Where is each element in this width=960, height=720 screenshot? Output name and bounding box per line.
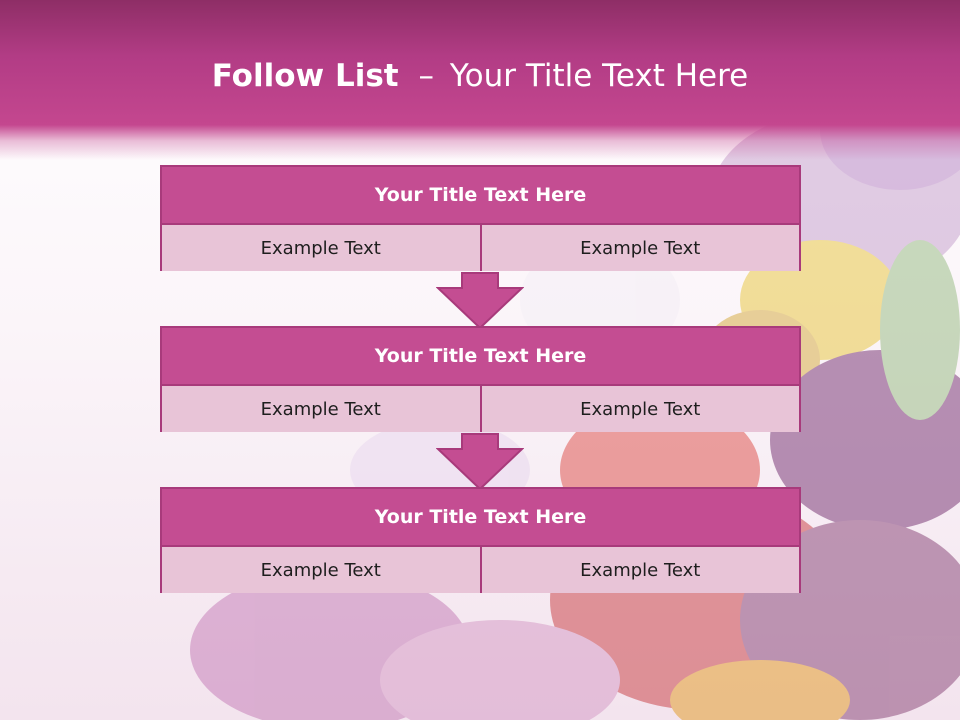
slide-title: Follow List – Your Title Text Here xyxy=(0,54,960,98)
step-cell-right: Example Text xyxy=(479,547,799,593)
step-row: Example Text Example Text xyxy=(162,386,799,432)
step-block-2: Your Title Text Here Example Text Exampl… xyxy=(160,326,801,432)
step-cell-right: Example Text xyxy=(479,225,799,271)
down-arrow-icon xyxy=(436,272,524,330)
slide-title-rest: Your Title Text Here xyxy=(449,58,749,94)
step-title: Your Title Text Here xyxy=(162,489,799,547)
step-block-3: Your Title Text Here Example Text Exampl… xyxy=(160,487,801,593)
step-row: Example Text Example Text xyxy=(162,225,799,271)
step-cell-left: Example Text xyxy=(162,547,480,593)
step-cell-left: Example Text xyxy=(162,225,480,271)
step-row: Example Text Example Text xyxy=(162,547,799,593)
step-title: Your Title Text Here xyxy=(162,328,799,386)
step-cell-right: Example Text xyxy=(479,386,799,432)
slide-title-separator: – xyxy=(418,58,434,94)
step-title: Your Title Text Here xyxy=(162,167,799,225)
header-band xyxy=(0,0,960,160)
step-block-1: Your Title Text Here Example Text Exampl… xyxy=(160,165,801,271)
slide-title-bold: Follow List xyxy=(211,58,399,94)
step-cell-left: Example Text xyxy=(162,386,480,432)
down-arrow-icon xyxy=(436,433,524,491)
